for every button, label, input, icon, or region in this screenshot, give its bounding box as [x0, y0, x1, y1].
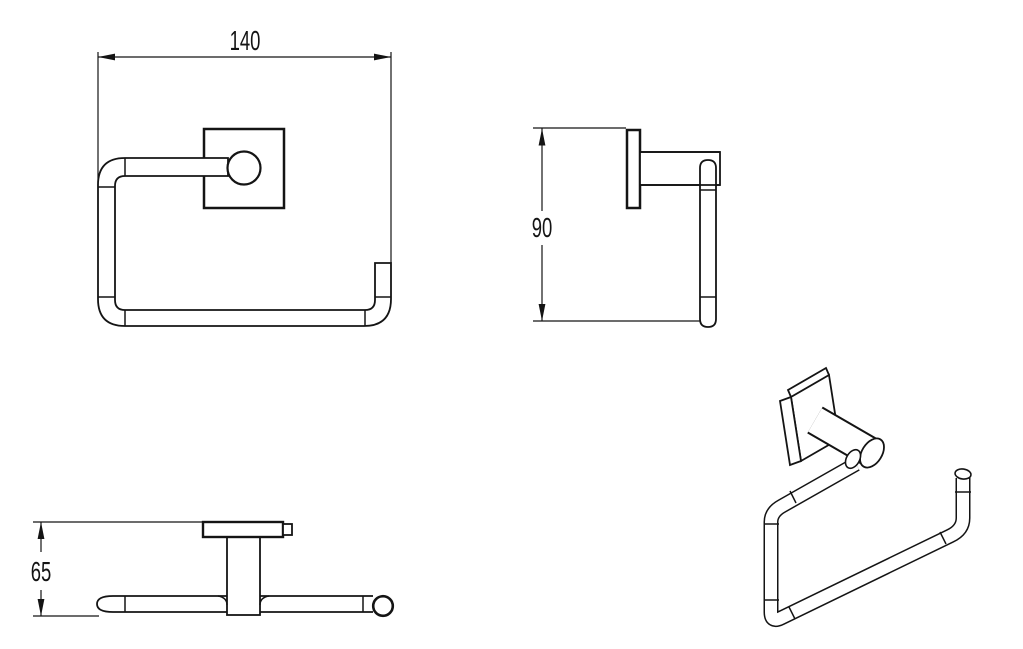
top-depth-dimension-label: 65	[31, 557, 52, 588]
arrowhead-top	[538, 128, 546, 146]
side-view: 90	[532, 127, 721, 328]
iso-post-body	[808, 408, 879, 465]
top-depth-dimension: 65	[31, 521, 202, 617]
isometric-view	[763, 366, 972, 627]
side-tube-loop	[699, 159, 717, 328]
arrowhead-top	[37, 522, 45, 539]
side-wall-plate	[625, 128, 642, 210]
iso-tube-body	[765, 458, 969, 626]
bend-tick	[939, 531, 947, 545]
front-width-dimension-label: 140	[230, 26, 261, 57]
bend-tick	[789, 490, 797, 504]
arrowhead-bottom	[37, 599, 45, 616]
front-width-dimension: 140	[97, 26, 392, 263]
post-tube-fillet	[259, 595, 270, 606]
arrowhead-left	[98, 53, 115, 61]
top-view: 65	[31, 520, 395, 618]
post-tube-fillet	[217, 595, 228, 606]
top-wall-plate-lip	[282, 523, 293, 536]
iso-tube-start-cap	[844, 448, 862, 470]
iso-wall-plate-side	[778, 395, 803, 467]
side-height-dimension: 90	[532, 127, 706, 322]
front-post-end-circle	[226, 150, 262, 186]
side-height-dimension-label: 90	[532, 213, 553, 244]
front-tube-outline	[97, 157, 392, 327]
front-view: 140	[97, 26, 392, 327]
iso-tube-end-cap	[954, 468, 972, 480]
arrowhead-right	[374, 53, 391, 61]
top-post	[226, 536, 261, 616]
iso-wall-plate-bevel	[786, 366, 830, 398]
top-tube-end-circle	[371, 594, 395, 618]
top-wall-plate	[201, 520, 285, 539]
bend-tick	[788, 606, 796, 620]
iso-post-end-cap	[859, 437, 885, 469]
arrowhead-bottom	[538, 304, 546, 321]
